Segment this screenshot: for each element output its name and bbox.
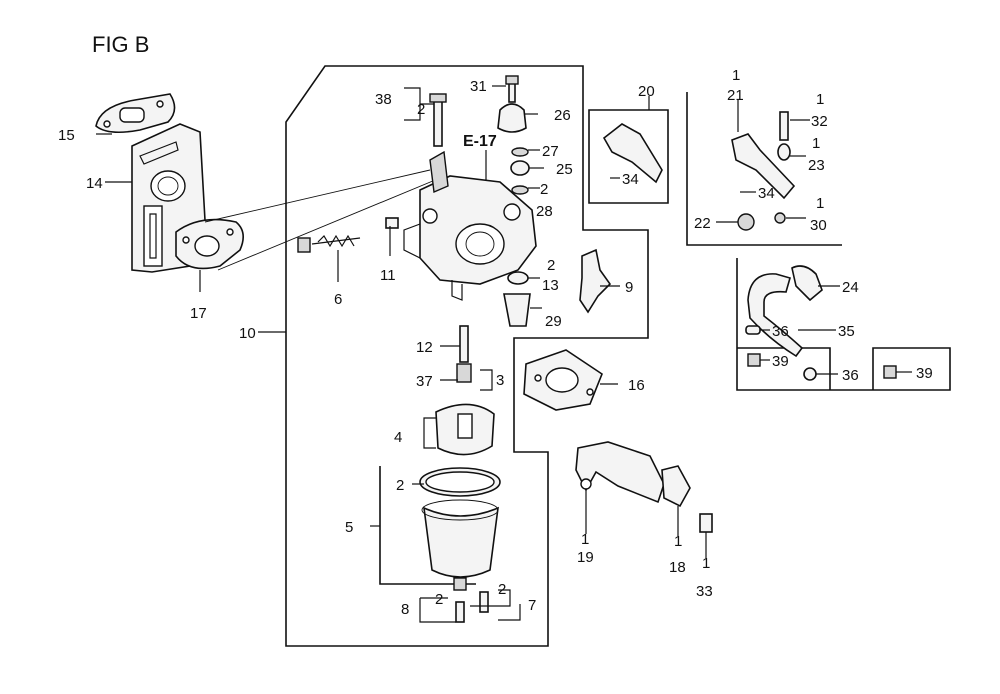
callout-7: 7 [528,597,536,614]
callout-2c: 2 [547,257,555,274]
callout-33: 33 [696,583,713,600]
callout-1a: 1 [581,531,589,548]
screw-icon [297,217,399,253]
screw-icon [429,93,447,147]
float-icon [435,403,495,456]
callout-20: 20 [638,83,655,100]
gasket-icon [95,93,176,134]
callout-14: 14 [86,175,103,192]
callout-34a: 34 [622,171,639,188]
callout-39b: 39 [916,365,933,382]
callout-37: 37 [416,373,433,390]
callout-2a: 2 [417,101,425,118]
callout-28: 28 [536,203,553,220]
callout-6: 6 [334,291,342,308]
callout-12: 12 [416,339,433,356]
callout-29: 29 [545,313,562,330]
callout-17: 17 [190,305,207,322]
callout-32: 32 [811,113,828,130]
callout-36a: 36 [772,323,789,340]
float-bowl-icon [419,467,501,591]
callout-21: 21 [727,87,744,104]
choke-set-frame [686,92,842,246]
lever-icon [602,123,663,184]
cap-icon [497,103,527,133]
lever-set-frame [588,109,669,204]
lever-icon [731,133,796,200]
figure-title: FIG B [92,32,149,57]
callout-39a: 39 [772,353,789,370]
callout-4: 4 [394,429,402,446]
callout-2f: 2 [498,581,506,598]
callout-27: 27 [542,143,559,160]
callout-18: 18 [669,559,686,576]
carburetor-icon [403,150,537,301]
screw-icon [479,591,489,613]
main-assembly-frame [285,65,649,647]
callout-26: 26 [554,107,571,124]
callout-16: 16 [628,377,645,394]
callout-9: 9 [625,279,633,296]
callout-13: 13 [542,277,559,294]
callout-1e: 1 [816,91,824,108]
callout-19: 19 [577,549,594,566]
callout-2e: 2 [435,591,443,608]
callout-15: 15 [58,127,75,144]
screw-icon [456,325,472,383]
callout-11: 11 [380,267,396,284]
callout-23: 23 [808,157,825,174]
screw-icon [699,513,713,533]
callout-30: 30 [810,217,827,234]
gasket-icon [523,349,603,411]
screw-icon [455,601,465,623]
gasket-icon [175,218,244,270]
bracket-icon [575,441,665,504]
callout-labels: 15 14 17 10 6 11 38 2 31 26 E-17 27 25 2… [58,67,933,618]
callout-1f: 1 [812,135,820,152]
screw-icon [505,75,519,103]
lever-icon [661,465,691,508]
callout-5: 5 [345,519,353,536]
reference-label: E-17 [463,133,497,150]
hose-icon [791,265,823,302]
callout-38: 38 [375,91,392,108]
hose-icon [747,273,804,358]
callout-1d: 1 [732,67,740,84]
callout-1c: 1 [702,555,710,572]
callout-35: 35 [838,323,855,340]
callout-22: 22 [694,215,711,232]
callout-24: 24 [842,279,859,296]
callout-2b: 2 [540,181,548,198]
callout-8: 8 [401,601,409,618]
bracket-icon [579,248,612,314]
hose-set-frame [736,258,951,391]
callout-31: 31 [470,78,487,95]
callout-2d: 2 [396,477,404,494]
callout-1g: 1 [816,195,824,212]
callout-3: 3 [496,372,504,389]
float-bowl-frame [379,466,476,585]
screw-icon [779,111,789,141]
callout-10: 10 [239,325,256,342]
callout-25: 25 [556,161,573,178]
callout-36b: 36 [842,367,859,384]
callout-34b: 34 [758,185,775,202]
callout-1b: 1 [674,533,682,550]
